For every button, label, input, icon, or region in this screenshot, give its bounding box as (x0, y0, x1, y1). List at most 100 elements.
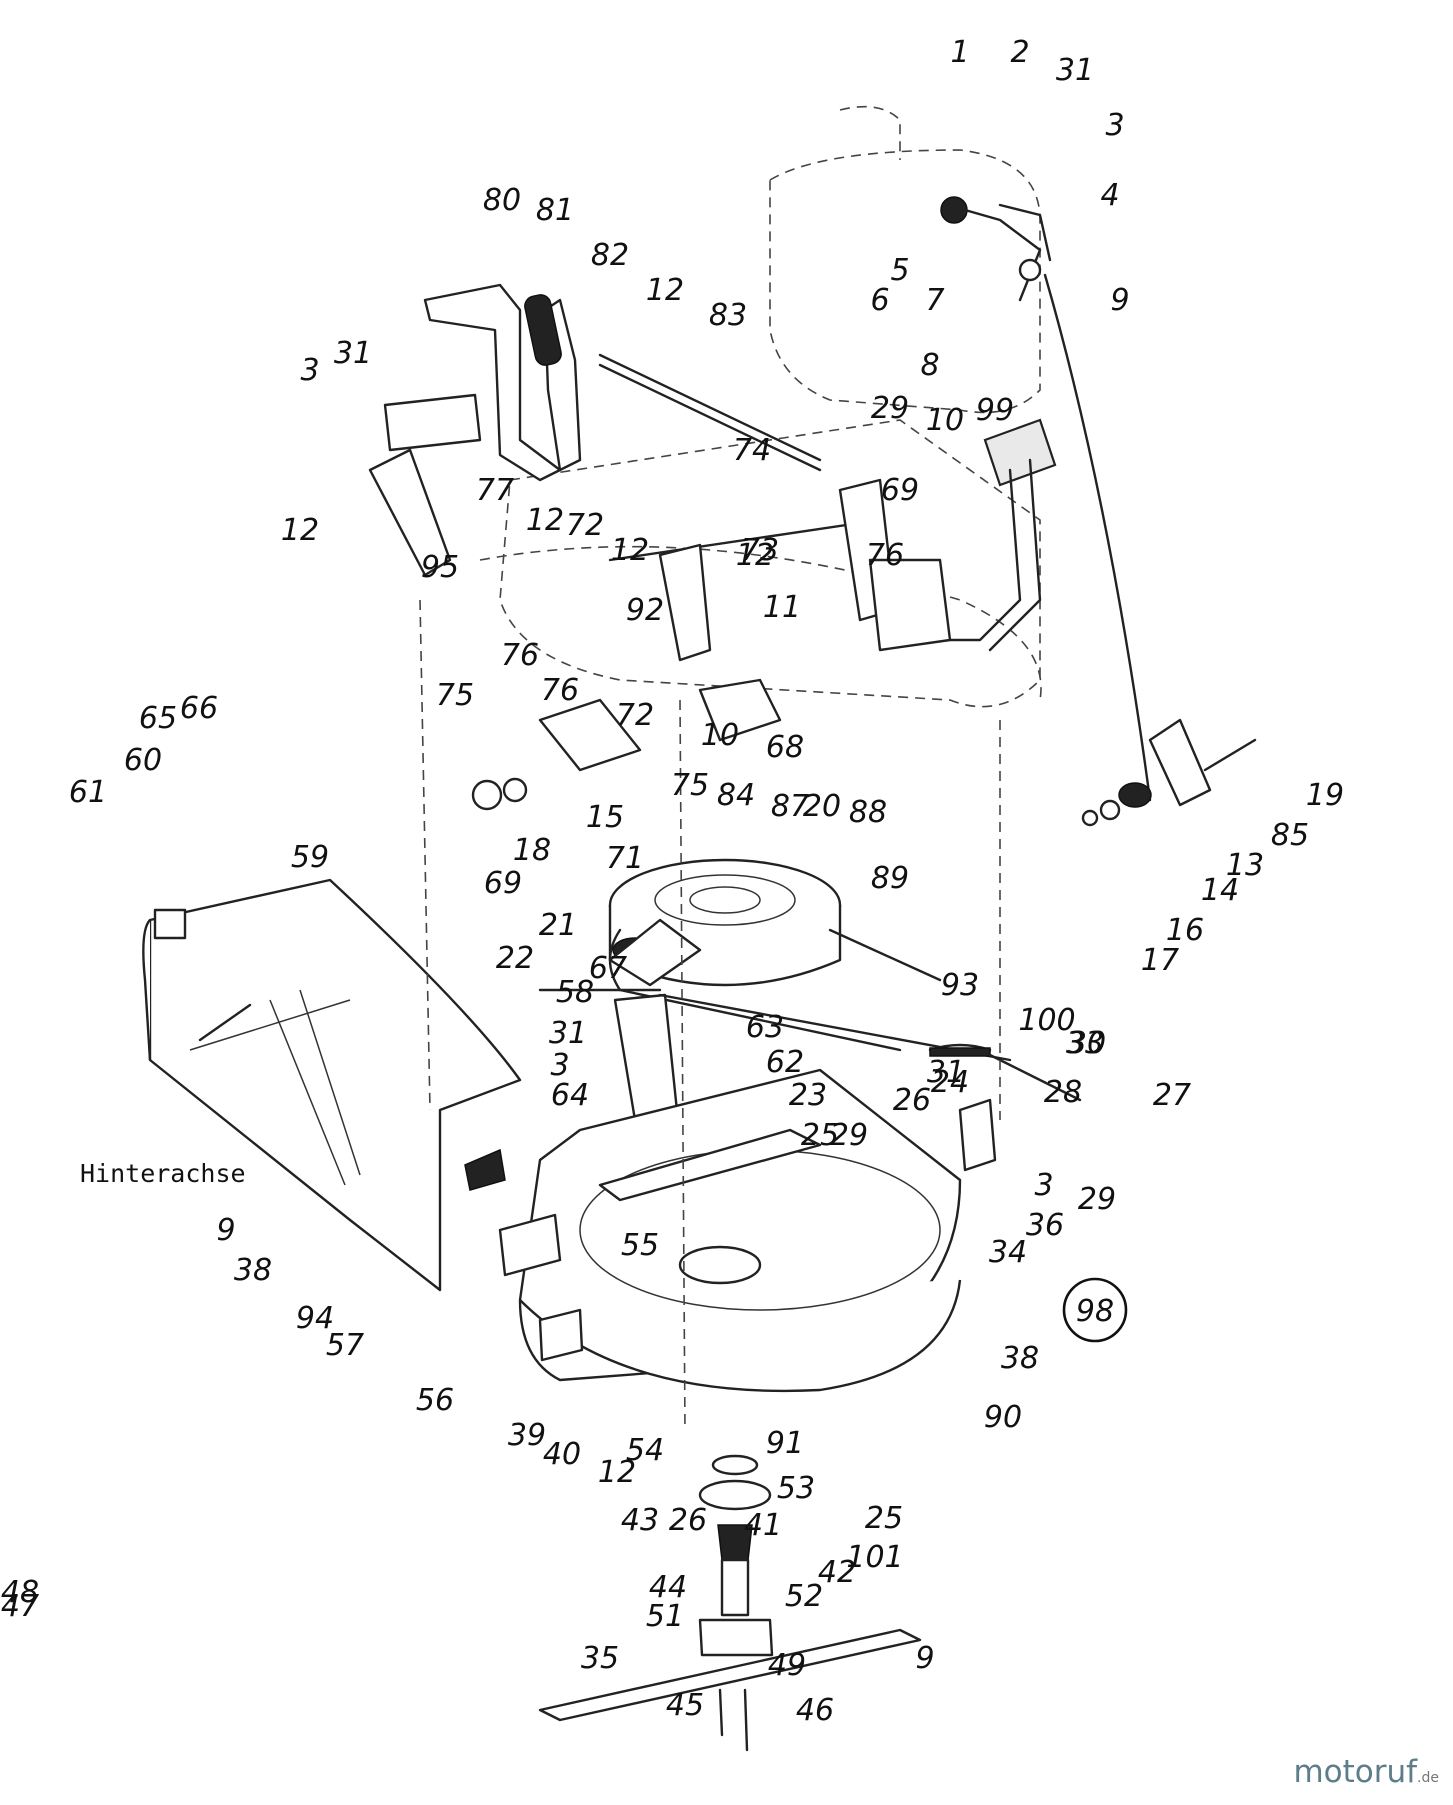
callout-69: 69 (881, 473, 919, 508)
callout-72: 72 (616, 698, 654, 733)
callout-67: 67 (589, 951, 627, 986)
callout-59: 59 (291, 840, 329, 875)
callout-44: 44 (649, 1570, 687, 1605)
callout-12: 12 (611, 533, 649, 568)
callout-89: 89 (871, 861, 909, 896)
assembly-lines (419, 599, 1001, 1431)
callout-43: 43 (621, 1503, 659, 1538)
callout-26: 26 (893, 1083, 931, 1118)
callout-41: 41 (744, 1508, 782, 1543)
callout-31: 31 (1056, 53, 1094, 88)
callout-15: 15 (586, 800, 624, 835)
callout-9: 9 (216, 1213, 235, 1248)
callout-9: 9 (1110, 283, 1129, 318)
callout-95: 95 (421, 550, 459, 585)
callout-3: 3 (300, 353, 319, 388)
lever-grip (524, 294, 562, 366)
callout-75: 75 (436, 678, 474, 713)
callout-31: 31 (334, 336, 372, 371)
hinterachse-label: Hinterachse (80, 1159, 246, 1188)
callout-71: 71 (606, 841, 644, 876)
callout-1: 1 (950, 35, 969, 70)
callout-73: 73 (741, 533, 779, 568)
callout-94: 94 (296, 1301, 334, 1336)
callout-14: 14 (1201, 873, 1239, 908)
callout-38: 38 (234, 1253, 272, 1288)
brake-pedal (948, 418, 1057, 652)
idler-parts (1081, 718, 1257, 827)
callout-18: 18 (513, 833, 551, 868)
callout-81: 81 (536, 193, 574, 228)
callout-87: 87 (771, 789, 809, 824)
callout-45: 45 (666, 1688, 704, 1723)
watermark-text: motoruf (1293, 1754, 1418, 1790)
callout-53: 53 (777, 1471, 815, 1506)
callout-65: 65 (139, 701, 177, 736)
callout-9: 9 (915, 1641, 934, 1676)
callout-8: 8 (920, 348, 939, 383)
callout-62: 62 (766, 1045, 804, 1080)
callout-88: 88 (849, 795, 887, 830)
callout-49: 49 (768, 1648, 806, 1683)
watermark: motoruf.de (1293, 1754, 1439, 1790)
callout-27: 27 (1153, 1078, 1191, 1113)
callout-58: 58 (556, 975, 594, 1010)
callout-39: 39 (508, 1418, 546, 1453)
callout-84: 84 (717, 778, 755, 813)
callout-25: 25 (865, 1501, 903, 1536)
circled-label-98: 98 (1062, 1277, 1128, 1343)
mower-deck (498, 1068, 962, 1393)
callout-33: 33 (1066, 1026, 1104, 1061)
circled-label-text: 98 (1076, 1294, 1114, 1329)
callout-76: 76 (501, 638, 539, 673)
callout-35: 35 (581, 1641, 619, 1676)
callout-5: 5 (890, 253, 909, 288)
callout-60: 60 (124, 743, 162, 778)
callout-38: 38 (1001, 1341, 1039, 1376)
callout-74: 74 (733, 433, 771, 468)
callout-63: 63 (746, 1010, 784, 1045)
callout-54: 54 (626, 1433, 664, 1468)
callout-47: 47 (1, 1589, 39, 1624)
callout-55: 55 (621, 1228, 659, 1263)
callout-52: 52 (785, 1579, 823, 1614)
callout-64: 64 (551, 1078, 589, 1113)
callout-3: 3 (1034, 1168, 1053, 1203)
callout-82: 82 (591, 238, 629, 273)
callout-23: 23 (789, 1078, 827, 1113)
callout-36: 36 (1026, 1208, 1064, 1243)
spindle-blade (538, 1454, 922, 1752)
callout-10: 10 (926, 403, 964, 438)
callout-12: 12 (598, 1455, 636, 1490)
callout-31: 31 (927, 1055, 965, 1090)
callout-92: 92 (626, 593, 664, 628)
callout-16: 16 (1166, 913, 1204, 948)
lift-linkage (368, 283, 952, 811)
callout-12: 12 (281, 513, 319, 548)
callout-93: 93 (941, 968, 979, 1003)
callout-91: 91 (766, 1426, 804, 1461)
callout-21: 21 (539, 908, 577, 943)
callout-69: 69 (484, 866, 522, 901)
callout-68: 68 (766, 730, 804, 765)
callout-90: 90 (984, 1400, 1022, 1435)
callout-22: 22 (496, 941, 534, 976)
callout-76: 76 (866, 538, 904, 573)
callout-31: 31 (549, 1016, 587, 1051)
callout-30: 30 (1068, 1026, 1106, 1061)
callout-24: 24 (931, 1065, 969, 1100)
callout-34: 34 (989, 1235, 1027, 1270)
callout-2: 2 (1010, 35, 1029, 70)
callout-12: 12 (646, 273, 684, 308)
callout-12: 12 (526, 503, 564, 538)
callout-10: 10 (701, 718, 739, 753)
callout-56: 56 (416, 1383, 454, 1418)
callout-28: 28 (1044, 1075, 1082, 1110)
callout-76: 76 (541, 673, 579, 708)
callout-29: 29 (1078, 1182, 1116, 1217)
callout-72: 72 (566, 508, 604, 543)
callout-77: 77 (476, 473, 514, 508)
